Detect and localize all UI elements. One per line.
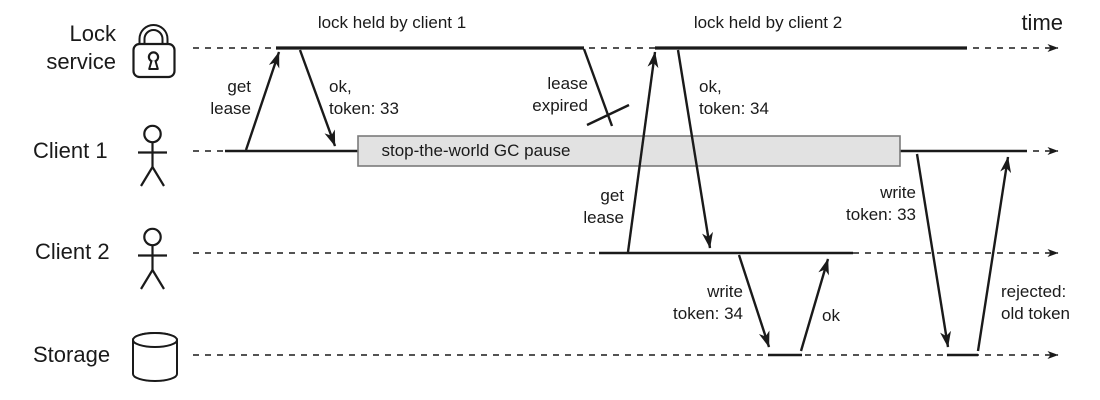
write-token-33-label: write token: 33 bbox=[846, 183, 916, 224]
lease-expired-line bbox=[582, 48, 614, 127]
client-2-person-icon bbox=[138, 227, 167, 290]
ok-token-34-label: ok, token: 34 bbox=[699, 77, 769, 118]
write-token-33-arrow bbox=[915, 153, 951, 348]
lease-expired-label: lease expired bbox=[532, 74, 588, 115]
write-ok-arrow bbox=[799, 258, 830, 352]
lock-held-client-2-label: lock held by client 2 bbox=[693, 13, 843, 32]
write-token-34-arrow bbox=[737, 254, 771, 348]
ok-token-33-label: ok, token: 33 bbox=[329, 77, 399, 118]
ok-token-34-arrow bbox=[676, 49, 713, 249]
lane-label-lock-service: Lock service bbox=[46, 21, 116, 74]
get-lease-2-arrow bbox=[626, 51, 659, 253]
gc-pause-box bbox=[357, 135, 901, 167]
lease-expired-cross-icon bbox=[586, 103, 630, 127]
write-ok-label: ok bbox=[822, 306, 840, 325]
database-icon bbox=[132, 332, 178, 382]
time-axis-label: time bbox=[1021, 10, 1063, 35]
write-token-34-label: write token: 34 bbox=[673, 282, 743, 323]
get-lease-2-label: get lease bbox=[583, 186, 624, 227]
get-lease-1-label: get lease bbox=[210, 77, 251, 118]
lane-label-client-2: Client 2 bbox=[35, 239, 110, 264]
gc-pause-label: stop-the-world GC pause bbox=[381, 141, 571, 160]
rejected-arrow bbox=[976, 156, 1012, 352]
client-1-person-icon bbox=[138, 124, 167, 187]
padlock-icon bbox=[132, 24, 176, 79]
ok-token-33-arrow bbox=[298, 49, 337, 147]
lane-label-client-1: Client 1 bbox=[33, 138, 108, 163]
lock-held-client-1-label: lock held by client 1 bbox=[317, 13, 467, 32]
get-lease-1-arrow bbox=[244, 51, 281, 151]
lane-label-storage: Storage bbox=[33, 342, 111, 367]
rejected-old-token-label: rejected: old token bbox=[1001, 282, 1070, 323]
